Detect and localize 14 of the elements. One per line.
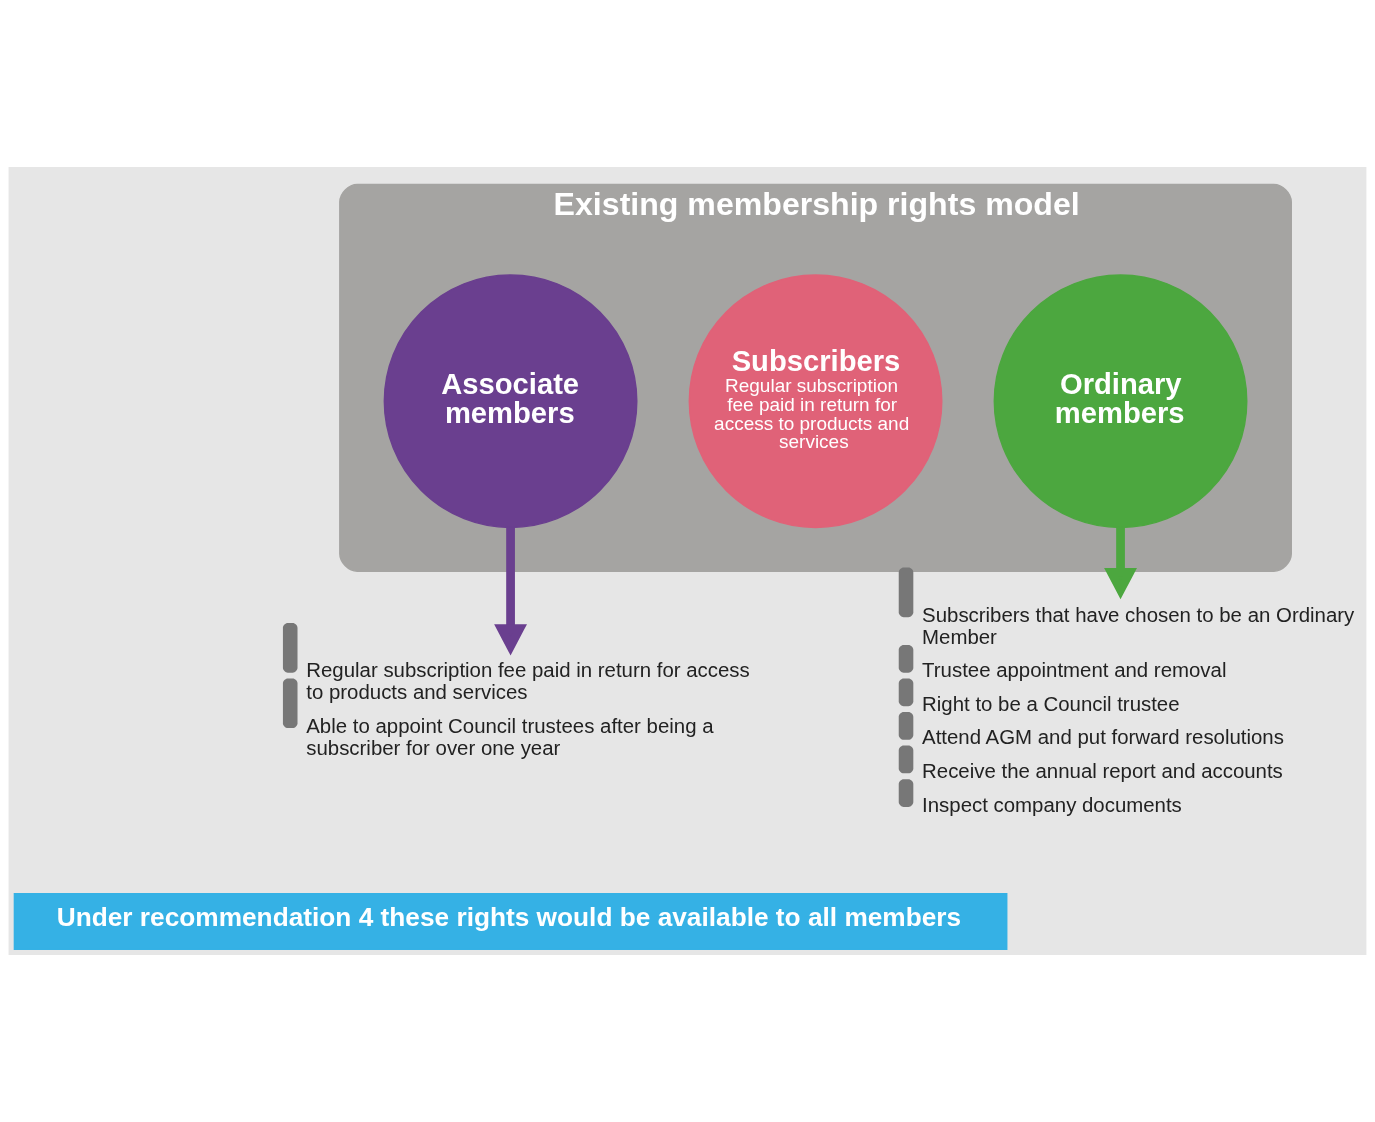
arrow bbox=[494, 527, 527, 656]
node-label: Right to be a Council trustee bbox=[922, 692, 1180, 715]
node-label: Receive the annual report and accounts bbox=[922, 759, 1283, 782]
node-label: Attend AGM and put forward resolutions bbox=[922, 726, 1284, 749]
node-circle: Subscribers Regular subscription fee paid in return for access to products and services bbox=[688, 274, 943, 529]
node-label: Subscribers that have chosen to be an Ordinary Member bbox=[922, 603, 1355, 648]
node-label: Trustee appointment and removal bbox=[922, 659, 1227, 682]
node-label: Able to appoint Council trustees after being a subscriber for over one year bbox=[306, 714, 714, 759]
node-box: Under recommendation 4 these rights would be available to all members bbox=[13, 893, 1008, 950]
node-label: Inspect company documents bbox=[922, 793, 1182, 816]
node-circle: Associate members bbox=[383, 274, 638, 529]
node-circle: Ordinary members bbox=[993, 274, 1248, 529]
node-label: Regular subscription fee paid in return for access to products and services bbox=[306, 659, 750, 704]
arrow bbox=[1104, 527, 1137, 600]
